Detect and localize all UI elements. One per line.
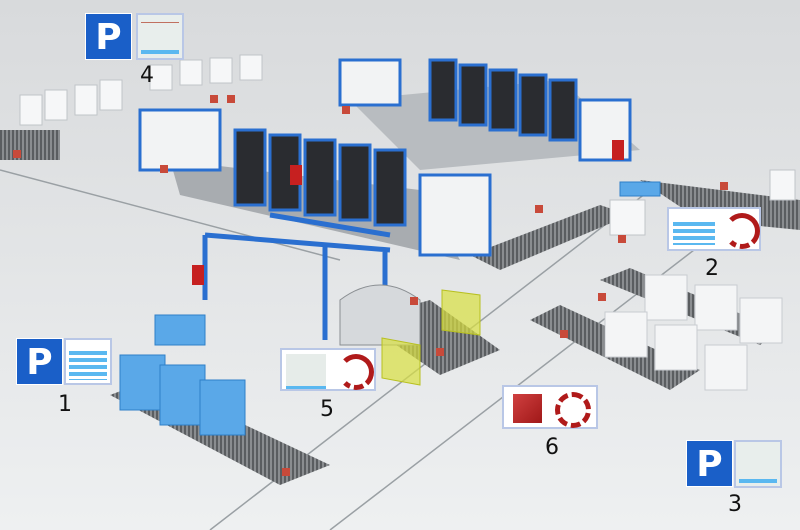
parking-badge: P [686, 440, 733, 487]
conveyor-2 [470, 205, 630, 270]
stack-icon [64, 338, 112, 385]
station-number: 1 [58, 392, 72, 417]
red-markers [13, 95, 728, 476]
station-2-panel [667, 207, 761, 251]
parking-badge: P [85, 13, 132, 60]
station-number: 6 [545, 435, 559, 460]
partial-ring-icon [724, 213, 760, 249]
station-number: 2 [705, 256, 719, 281]
empty-tray-icon [286, 354, 326, 389]
station-5-panel [280, 348, 376, 391]
wrapper-machine [339, 284, 421, 346]
paper-piles [19, 54, 796, 236]
safety-gates [381, 289, 481, 386]
parking-badge: P [16, 338, 63, 385]
press-line-upper [338, 58, 640, 170]
finished-stacks [604, 274, 783, 391]
gantry-robot [202, 212, 391, 340]
empty-tray-line-icon [136, 13, 184, 60]
conveyor-top [0, 130, 60, 160]
station-number: 5 [320, 397, 334, 422]
empty-tray-icon [734, 440, 782, 488]
dashed-ring-icon [555, 392, 591, 428]
pallet-stacks [119, 181, 661, 436]
partial-ring-icon [338, 354, 374, 390]
red-square-icon [513, 394, 542, 423]
stack-icon [673, 219, 715, 245]
station-number: 3 [728, 492, 742, 517]
workers [192, 140, 624, 285]
station-number: 4 [140, 63, 154, 88]
station-6-panel [502, 385, 598, 429]
